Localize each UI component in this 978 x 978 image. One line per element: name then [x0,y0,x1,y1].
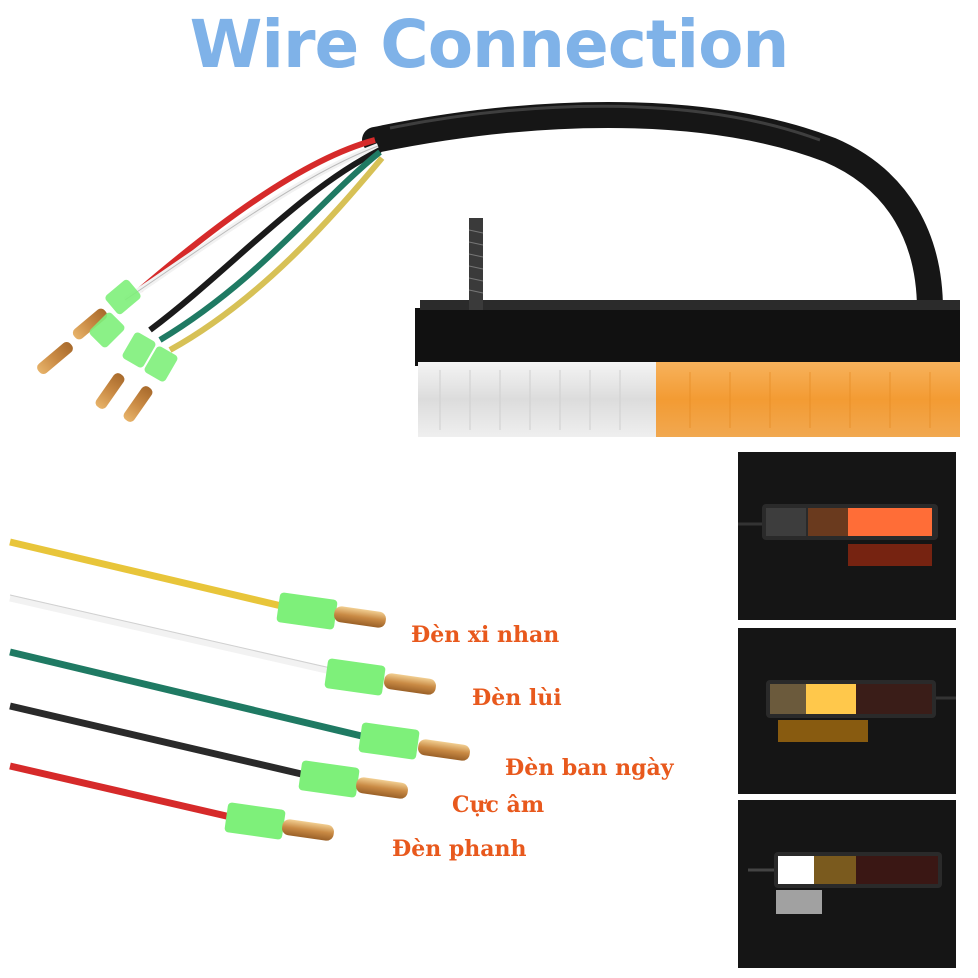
wire-green [9,648,371,742]
taillight-amber-lit-icon [766,680,956,742]
wire-yellow [9,538,291,612]
lamp-housing-top [415,308,960,366]
wire-black [9,702,311,780]
lamp-with-wires-illustration [37,102,960,437]
connector-black [298,760,408,799]
label-reverse: Đèn lùi [472,685,562,711]
connector-red [224,802,334,841]
panel-brake-lit [738,452,956,620]
wire-red [9,762,236,822]
label-ground: Cực âm [452,792,545,818]
wire-white [9,594,336,676]
connector-green [358,722,470,761]
label-daytime: Đèn ban ngày [505,755,674,781]
photo-connector-4 [123,346,178,422]
label-turn-signal: Đèn xi nhan [411,622,560,648]
amber-lens [656,362,960,437]
label-brake: Đèn phanh [392,836,527,862]
panel-turn-lit [738,628,956,794]
mounting-bolt [469,218,483,310]
page-title: Wire Connection [189,6,790,83]
photo-connector-1 [72,279,141,340]
cable-sheath [362,102,943,323]
photo-connector-3 [95,332,156,409]
photo-connector-2 [37,312,125,375]
clear-lens [418,362,656,437]
taillight-red-lit-icon [738,504,938,566]
connector-yellow [276,592,386,630]
connector-white [324,658,436,696]
taillight-white-lit-icon [748,852,942,914]
wire-diagram [9,538,470,841]
panel-reverse-lit [738,800,956,968]
